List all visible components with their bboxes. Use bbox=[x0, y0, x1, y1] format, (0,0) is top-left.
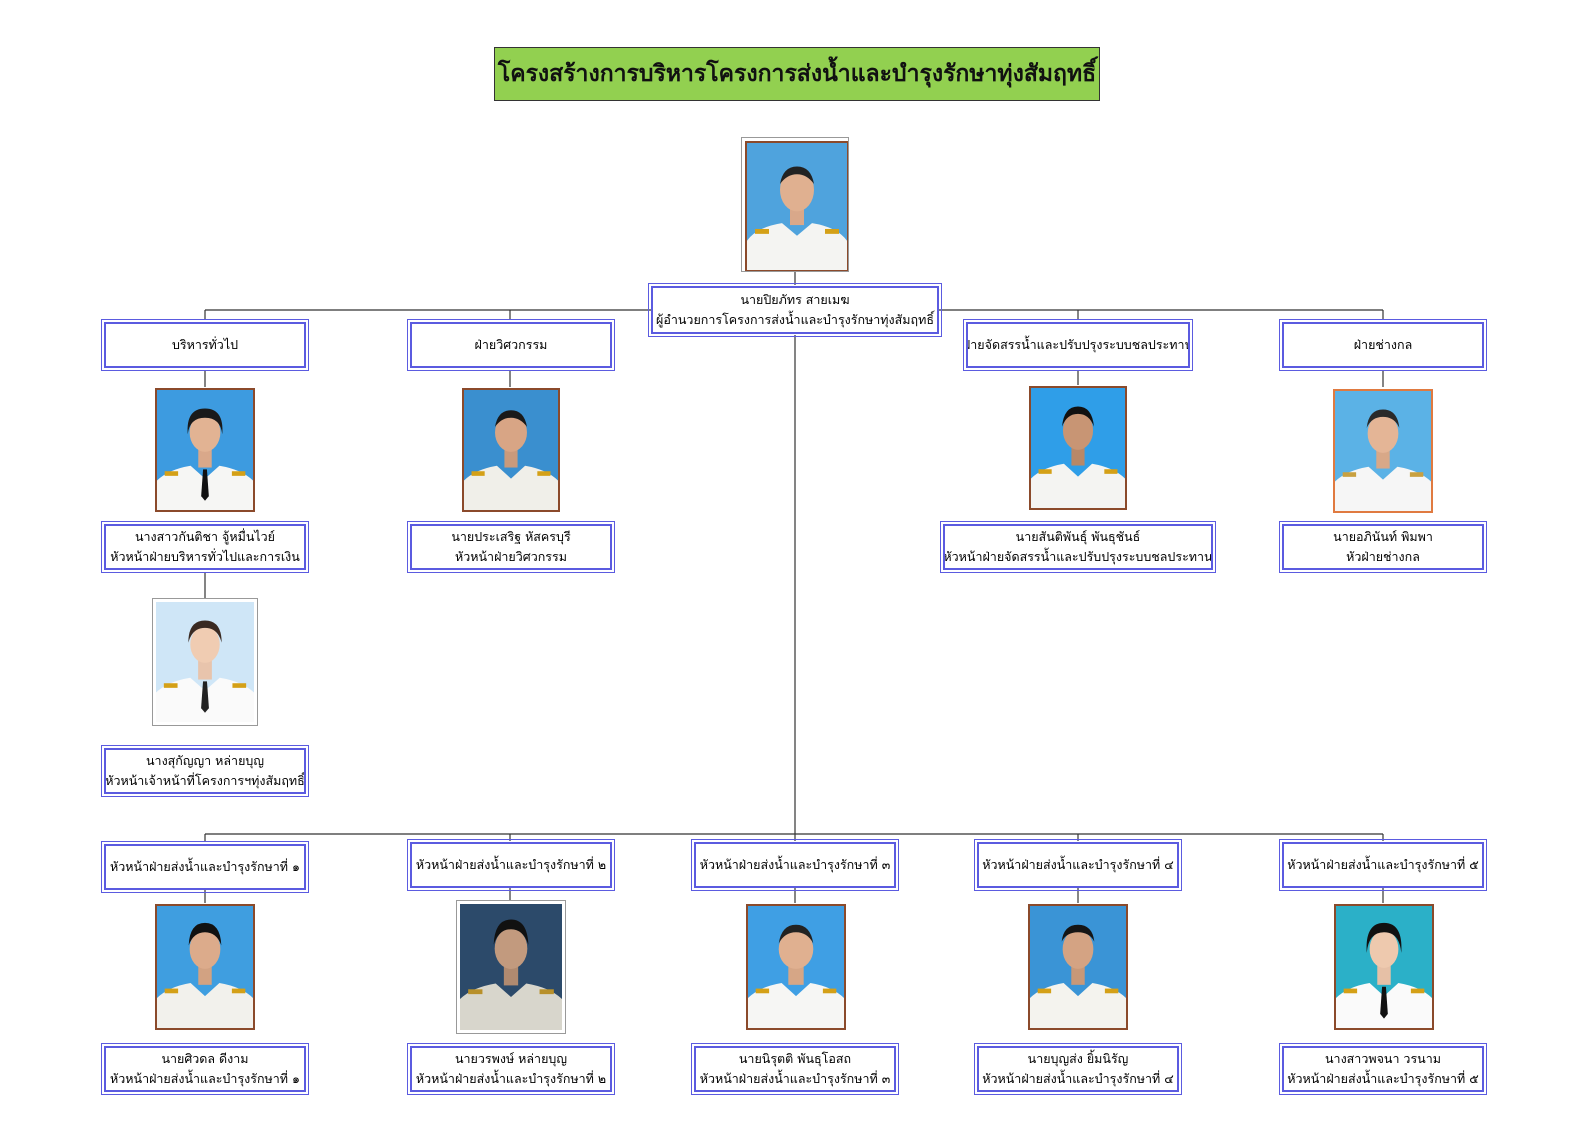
person-name: นายบุญส่ง ยิ้มนิรัญ bbox=[1027, 1051, 1129, 1066]
person-position: หัวหน้าฝ่ายวิศวกรรม bbox=[455, 549, 567, 564]
director-name: นายปิยภัทร สายเมฆ bbox=[740, 292, 850, 307]
person-position: หัวหน้าฝ่ายบริหารทั่วไปและการเงิน bbox=[110, 549, 300, 564]
person-portrait-icon bbox=[1031, 388, 1125, 508]
person-portrait-icon bbox=[748, 906, 844, 1028]
maint-label-4: หัวหน้าฝ่ายส่งน้ำและบำรุงรักษาที่ ๔ bbox=[974, 839, 1182, 891]
dept-label-general-admin: บริหารทั่วไป bbox=[101, 319, 309, 371]
person-name: นายศิวดล ดีงาม bbox=[161, 1051, 249, 1066]
person-name: นายสันติพันธุ์ พันธุชันธ์ bbox=[1015, 529, 1141, 544]
person-portrait-icon bbox=[157, 906, 253, 1028]
person-name: นายนิรุตติ พันธุโอสถ bbox=[738, 1051, 852, 1066]
person-portrait-icon bbox=[1335, 391, 1431, 511]
person-position: หัวหน้าฝ่ายส่งน้ำและบำรุงรักษาที่ ๔ bbox=[982, 1071, 1174, 1086]
maint-label-5: หัวหน้าฝ่ายส่งน้ำและบำรุงรักษาที่ ๕ bbox=[1279, 839, 1487, 891]
person-portrait-icon bbox=[747, 143, 847, 270]
dept-head-box-water-allocation: นายสันติพันธุ์ พันธุชันธ์ หัวหน้าฝ่ายจัด… bbox=[940, 521, 1216, 573]
chart-title: โครงสร้างการบริหารโครงการส่งน้ำและบำรุงร… bbox=[494, 47, 1100, 101]
person-position: หัวหน้าฝ่ายส่งน้ำและบำรุงรักษาที่ ๒ bbox=[415, 1071, 607, 1086]
sub-officer-box: นางสุกัญญา หล่ายบุญ หัวหน้าเจ้าหน้าที่โค… bbox=[101, 745, 309, 797]
dept-label-mechanical: ฝ่ายช่างกล bbox=[1279, 319, 1487, 371]
maint-person-box-4: นายบุญส่ง ยิ้มนิรัญ หัวหน้าฝ่ายส่งน้ำและ… bbox=[974, 1043, 1182, 1095]
maint-photo-3 bbox=[746, 904, 846, 1030]
sub-officer-photo bbox=[152, 598, 258, 726]
maint-label-2: หัวหน้าฝ่ายส่งน้ำและบำรุงรักษาที่ ๒ bbox=[407, 839, 615, 891]
person-position: หัวหน้าเจ้าหน้าที่โครงการฯทุ่งสัมฤทธิ์ bbox=[105, 773, 305, 788]
person-position: หัวหน้าฝ่ายส่งน้ำและบำรุงรักษาที่ ๑ bbox=[110, 1071, 300, 1086]
person-position: หัวฝ่ายช่างกล bbox=[1346, 549, 1420, 564]
person-position: หัวหน้าฝ่ายส่งน้ำและบำรุงรักษาที่ ๓ bbox=[699, 1071, 891, 1086]
person-position: หัวหน้าฝ่ายจัดสรรน้ำและปรับปรุงระบบชลประ… bbox=[943, 549, 1213, 564]
maint-photo-4 bbox=[1028, 904, 1128, 1030]
dept-head-box-general-admin: นางสาวกันติชา จู้หมื่นไวย์ หัวหน้าฝ่ายบร… bbox=[101, 521, 309, 573]
director-position: ผู้อำนวยการโครงการส่งน้ำและบำรุงรักษาทุ่… bbox=[656, 312, 934, 327]
maint-person-box-2: นายวรพงษ์ หล่ายบุญ หัวหน้าฝ่ายส่งน้ำและบ… bbox=[407, 1043, 615, 1095]
person-portrait-icon bbox=[156, 602, 254, 722]
maint-label-3: หัวหน้าฝ่ายส่งน้ำและบำรุงรักษาที่ ๓ bbox=[691, 839, 899, 891]
dept-head-photo-mechanical bbox=[1333, 389, 1433, 513]
person-portrait-icon bbox=[1030, 906, 1126, 1028]
dept-head-photo-water-allocation bbox=[1029, 386, 1127, 510]
dept-label-engineering: ฝ่ายวิศวกรรม bbox=[407, 319, 615, 371]
dept-head-photo-general-admin bbox=[155, 388, 255, 512]
person-name: นายประเสริฐ หัสครบุรี bbox=[451, 529, 571, 544]
director-box: นายปิยภัทร สายเมฆ ผู้อำนวยการโครงการส่งน… bbox=[648, 283, 942, 337]
dept-head-box-engineering: นายประเสริฐ หัสครบุรี หัวหน้าฝ่ายวิศวกรร… bbox=[407, 521, 615, 573]
person-name: นายอภินันท์ พิมพา bbox=[1333, 529, 1433, 544]
dept-head-box-mechanical: นายอภินันท์ พิมพา หัวฝ่ายช่างกล bbox=[1279, 521, 1487, 573]
person-name: นางสาวพจนา วรนาม bbox=[1325, 1051, 1441, 1066]
dept-label-water-allocation: ฝ่ายจัดสรรน้ำและปรับปรุงระบบชลประทาน bbox=[963, 319, 1193, 371]
maint-person-box-5: นางสาวพจนา วรนาม หัวหน้าฝ่ายส่งน้ำและบำร… bbox=[1279, 1043, 1487, 1095]
person-portrait-icon bbox=[464, 390, 558, 510]
person-name: นายวรพงษ์ หล่ายบุญ bbox=[454, 1051, 567, 1066]
maint-photo-1 bbox=[155, 904, 255, 1030]
person-portrait-icon bbox=[157, 390, 253, 510]
dept-head-photo-engineering bbox=[462, 388, 560, 512]
maint-person-box-1: นายศิวดล ดีงาม หัวหน้าฝ่ายส่งน้ำและบำรุง… bbox=[101, 1043, 309, 1095]
person-portrait-icon bbox=[460, 904, 562, 1030]
director-photo bbox=[741, 137, 849, 272]
person-portrait-icon bbox=[1336, 906, 1432, 1028]
maint-person-box-3: นายนิรุตติ พันธุโอสถ หัวหน้าฝ่ายส่งน้ำแล… bbox=[691, 1043, 899, 1095]
maint-photo-5 bbox=[1334, 904, 1434, 1030]
person-name: นางสาวกันติชา จู้หมื่นไวย์ bbox=[134, 529, 276, 544]
person-name: นางสุกัญญา หล่ายบุญ bbox=[146, 753, 264, 768]
maint-photo-2 bbox=[456, 900, 566, 1034]
maint-label-1: หัวหน้าฝ่ายส่งน้ำและบำรุงรักษาที่ ๑ bbox=[101, 841, 309, 893]
person-position: หัวหน้าฝ่ายส่งน้ำและบำรุงรักษาที่ ๕ bbox=[1287, 1071, 1479, 1086]
